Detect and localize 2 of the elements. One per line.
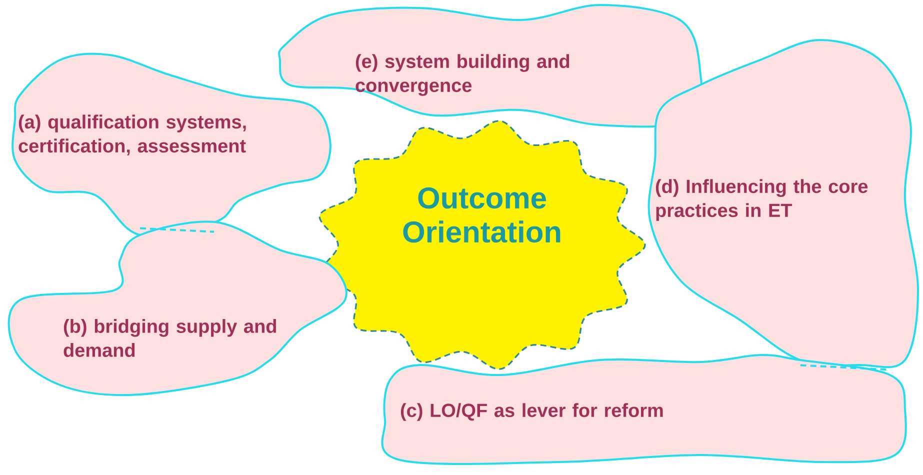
dashed-connector [140, 227, 214, 233]
node-label: (d) Influencing the core practices in ET [656, 179, 868, 221]
